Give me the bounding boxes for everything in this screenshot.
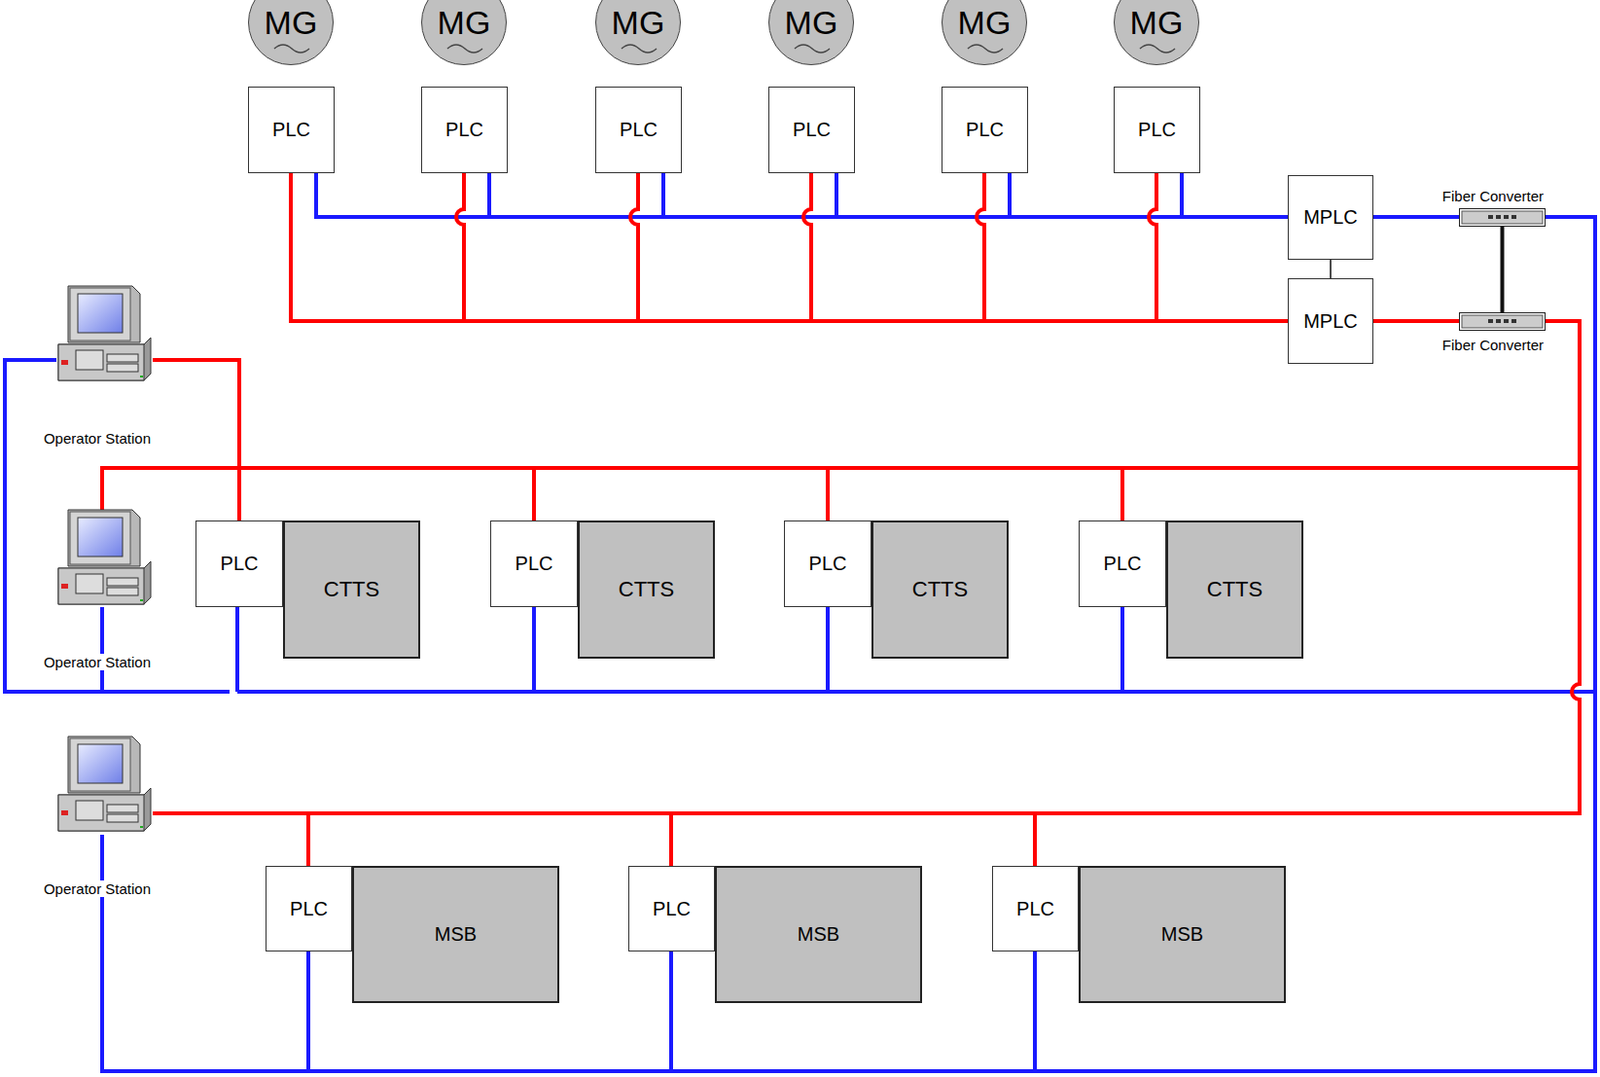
controller-box: PLC bbox=[595, 86, 682, 174]
node-label: Operator Station bbox=[41, 880, 153, 897]
switchboard-box: CTTS bbox=[1166, 520, 1304, 659]
controller-box: PLC bbox=[1113, 86, 1201, 174]
computer-icon bbox=[56, 284, 153, 383]
network-link bbox=[1373, 214, 1459, 219]
node-label: MG bbox=[1130, 4, 1184, 40]
generator-circle: MG bbox=[595, 0, 681, 66]
node-label: PLC bbox=[515, 552, 554, 575]
network-link bbox=[1500, 226, 1505, 313]
node-label: CTTS bbox=[912, 576, 968, 603]
node-label: MSB bbox=[434, 923, 477, 946]
node-label: PLC bbox=[792, 118, 831, 142]
node-label: PLC bbox=[1137, 118, 1176, 142]
node-label: Operator Station bbox=[41, 653, 153, 671]
controller-box: PLC bbox=[768, 86, 855, 174]
computer-icon bbox=[56, 734, 153, 833]
node-label: MSB bbox=[1161, 923, 1204, 946]
network-link bbox=[1373, 319, 1459, 323]
generator-circle: MG bbox=[248, 0, 334, 66]
node-label: MG bbox=[264, 4, 319, 40]
node-label: PLC bbox=[445, 118, 484, 142]
generator-circle: MG bbox=[768, 0, 854, 66]
switchboard-box: CTTS bbox=[871, 520, 1009, 659]
node-label: PLC bbox=[220, 552, 259, 575]
controller-box: PLC bbox=[265, 865, 353, 952]
fiber-converter: Fiber Converter bbox=[1458, 208, 1546, 227]
node-label: PLC bbox=[1016, 897, 1055, 921]
switchboard-box: MSB bbox=[1078, 865, 1286, 1003]
computer-icon bbox=[56, 507, 153, 606]
node-label: PLC bbox=[1103, 552, 1142, 575]
controller-box: PLC bbox=[992, 865, 1079, 952]
controller-box: PLC bbox=[941, 86, 1029, 174]
generator-circle: MG bbox=[421, 0, 507, 66]
switchboard-box: MSB bbox=[352, 865, 560, 1003]
node-label: Fiber Converter bbox=[1440, 336, 1546, 354]
converter-icon bbox=[1458, 208, 1546, 227]
switchboard-box: CTTS bbox=[577, 520, 715, 659]
network-link bbox=[1329, 259, 1332, 279]
generator-circle: MG bbox=[1113, 0, 1200, 66]
node-label: PLC bbox=[272, 118, 311, 142]
node-label: CTTS bbox=[618, 576, 675, 603]
generator-circle: MG bbox=[941, 0, 1028, 66]
operator-station: Operator Station bbox=[56, 284, 153, 383]
operator-station: Operator Station bbox=[56, 734, 153, 833]
node-label: CTTS bbox=[1207, 576, 1263, 603]
controller-box: PLC bbox=[1078, 520, 1167, 607]
node-label: MG bbox=[611, 4, 666, 40]
controller-box: MPLC bbox=[1287, 175, 1374, 260]
node-label: MSB bbox=[797, 923, 840, 946]
controller-box: PLC bbox=[248, 86, 335, 174]
operator-station: Operator Station bbox=[56, 507, 153, 606]
node-label: MG bbox=[437, 4, 492, 40]
red-network bbox=[102, 173, 1580, 866]
controller-box: MPLC bbox=[1287, 278, 1374, 364]
node-label: MPLC bbox=[1303, 310, 1358, 333]
node-label: PLC bbox=[289, 897, 328, 921]
node-label: Operator Station bbox=[41, 429, 153, 447]
node-label: Fiber Converter bbox=[1440, 187, 1546, 205]
controller-box: PLC bbox=[628, 865, 715, 952]
node-label: MPLC bbox=[1303, 206, 1358, 229]
controller-box: PLC bbox=[490, 520, 578, 607]
blue-network bbox=[4, 173, 1596, 1071]
node-label: PLC bbox=[619, 118, 658, 142]
node-label: PLC bbox=[652, 897, 691, 921]
node-label: CTTS bbox=[323, 576, 380, 603]
switchboard-box: MSB bbox=[714, 865, 923, 1003]
node-label: PLC bbox=[809, 552, 848, 575]
converter-icon bbox=[1458, 312, 1546, 331]
node-label: MG bbox=[958, 4, 1012, 40]
controller-box: PLC bbox=[783, 520, 872, 607]
controller-box: PLC bbox=[421, 86, 508, 174]
controller-box: PLC bbox=[195, 520, 284, 607]
fiber-converter: Fiber Converter bbox=[1458, 312, 1546, 331]
node-label: MG bbox=[784, 4, 839, 40]
switchboard-box: CTTS bbox=[283, 520, 421, 659]
node-label: PLC bbox=[965, 118, 1004, 142]
